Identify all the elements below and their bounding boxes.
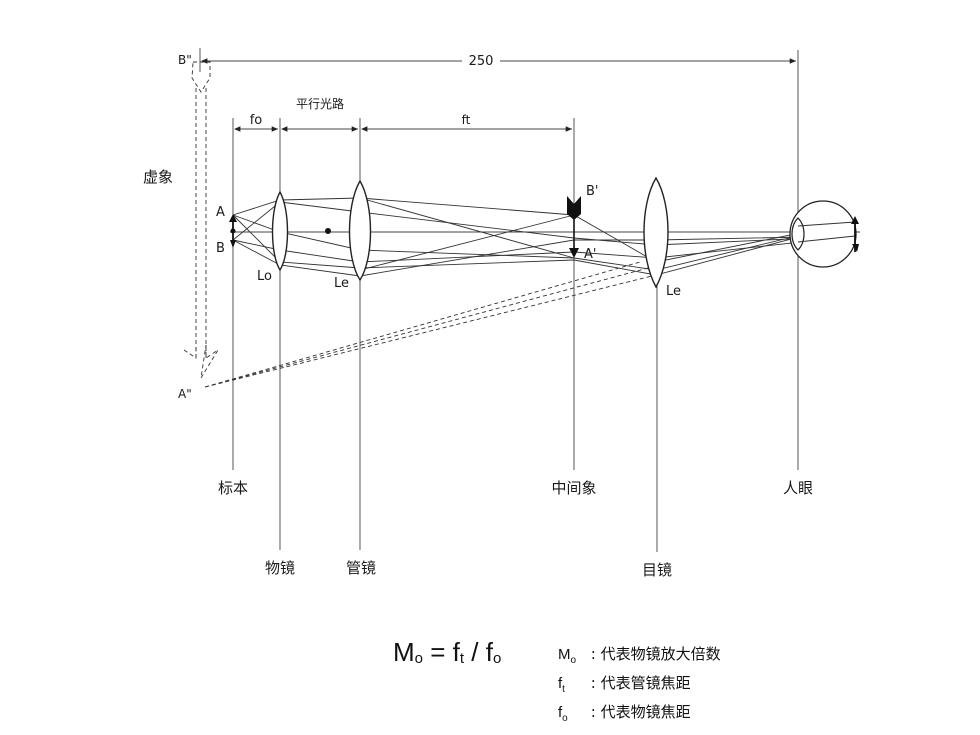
retina-arrow-tail — [852, 244, 859, 252]
dim-parallel-label: 平行光路 — [296, 96, 344, 111]
ray — [232, 214, 856, 271]
tube-lens-label-bottom: 管镜 — [346, 559, 376, 577]
eye-diagram — [789, 200, 859, 268]
point-B-virtual-label: B" — [178, 53, 192, 67]
legend-text: : 代表物镜放大倍数 — [586, 645, 721, 663]
formula-lhs: M — [393, 637, 415, 667]
eyepiece-label: 目镜 — [642, 561, 672, 579]
point-A-virtual-label: A" — [178, 387, 192, 401]
magnification-formula: Mo = ft / fo — [393, 637, 501, 668]
point-A-prime-label: A' — [584, 247, 596, 262]
legend-row: ft : 代表管镜焦距 — [558, 672, 721, 701]
legend-symbol: f — [558, 675, 563, 692]
virtual-arrow-tail — [191, 61, 211, 93]
virtual-ray — [204, 274, 657, 388]
specimen-arrow — [229, 214, 237, 248]
formula-legend: Mo : 代表物镜放大倍数 ft : 代表管镜焦距 fo : 代表物镜焦距 — [558, 643, 721, 730]
intermediate-image-arrow — [567, 196, 581, 258]
ray — [232, 235, 856, 263]
virtual-image-arrow — [183, 61, 219, 379]
legend-symbol: M — [558, 646, 571, 663]
ray — [232, 214, 856, 276]
focal-point-dot — [325, 228, 331, 234]
specimen-label: 标本 — [218, 479, 248, 497]
virtual-ray — [204, 267, 649, 388]
legend-text: : 代表物镜焦距 — [586, 703, 691, 721]
formula-lhs-sub: o — [414, 650, 424, 667]
formula-num: f — [452, 637, 460, 667]
legend-symbol: f — [558, 704, 563, 721]
retina-arrow-head — [851, 216, 859, 224]
ray — [232, 197, 856, 263]
virtual-arrow-head — [183, 344, 219, 379]
objective-lens — [271, 190, 289, 272]
eyepiece-lens — [643, 176, 669, 289]
dim-fo-label: fo — [250, 113, 263, 128]
legend-text: : 代表管镜焦距 — [586, 674, 691, 692]
eye-ray — [797, 221, 856, 227]
point-B-prime-label: B' — [586, 184, 599, 199]
ray-bundle — [232, 197, 856, 277]
formula-den-sub: o — [492, 650, 502, 667]
formula-div: / — [464, 637, 486, 667]
ray — [359, 197, 575, 259]
legend-symbol-sub: o — [562, 713, 568, 724]
ray — [359, 214, 575, 271]
eyeball — [789, 200, 857, 268]
eyepiece-lens-label: Le — [666, 284, 681, 299]
tube-lens-label: Le — [334, 276, 349, 291]
formula-eq: = — [423, 637, 453, 667]
virtual-image-label: 虚象 — [143, 168, 173, 186]
objective-lens-label: Lo — [257, 269, 272, 284]
legend-symbol-sub: t — [562, 684, 565, 695]
legend-row: fo : 代表物镜焦距 — [558, 701, 721, 730]
dim-250-label: 250 — [469, 54, 494, 69]
ray — [232, 235, 856, 277]
legend-symbol-sub: o — [570, 655, 577, 666]
point-B-label: B — [216, 241, 225, 256]
legend-row: Mo : 代表物镜放大倍数 — [558, 643, 721, 672]
ray — [232, 201, 856, 246]
eye-ray — [797, 235, 856, 243]
intermediate-image-label: 中间象 — [551, 479, 596, 497]
objective-label: 物镜 — [265, 559, 295, 577]
virtual-ray — [204, 261, 641, 388]
point-A-label: A — [216, 205, 225, 220]
dim-ft-label: ft — [462, 113, 471, 127]
tube-lens — [348, 179, 372, 282]
formula-den: f — [485, 637, 493, 667]
formula-num-sub: t — [459, 650, 465, 667]
virtual-ray-bundle — [204, 261, 657, 388]
eye-label: 人眼 — [783, 479, 813, 497]
